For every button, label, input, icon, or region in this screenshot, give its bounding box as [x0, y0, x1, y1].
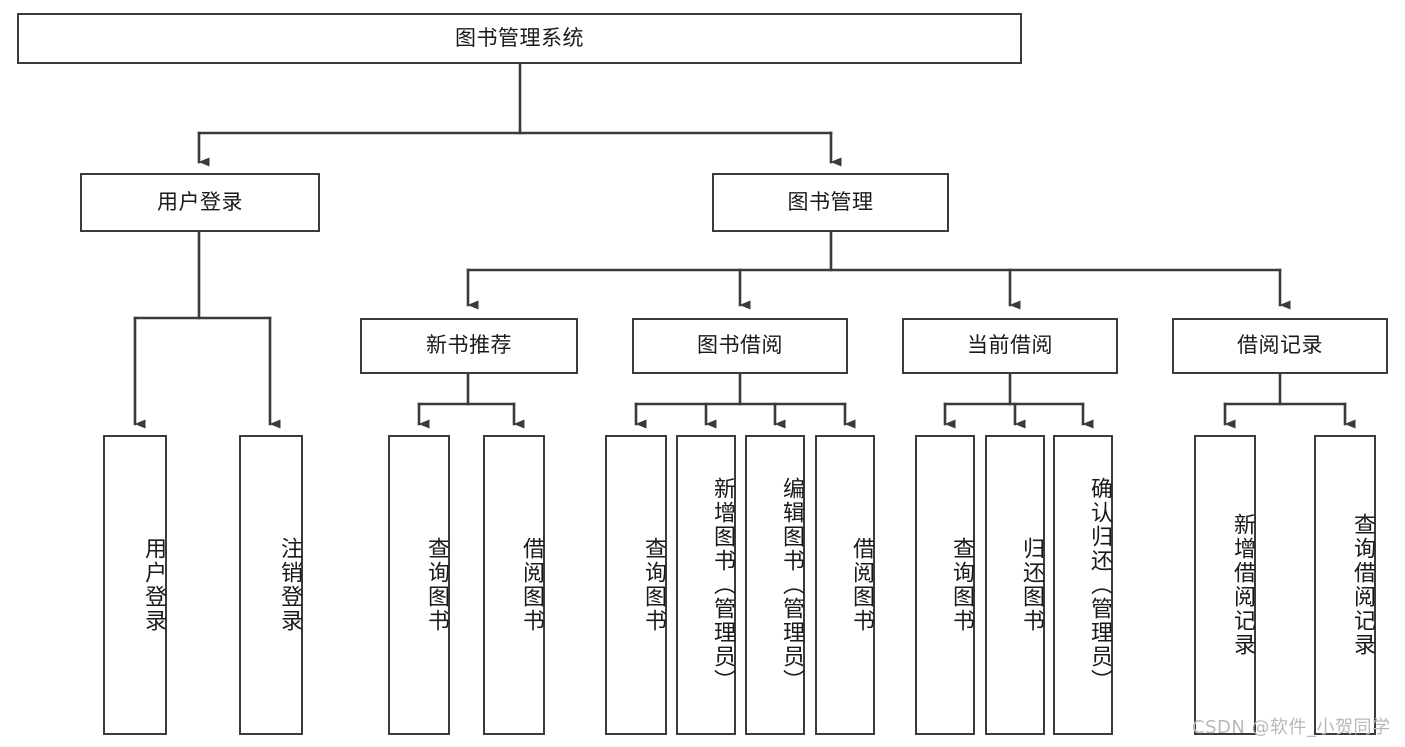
- node-label: 新书推荐: [426, 333, 512, 358]
- csdn-watermark: CSDN @软件_小贺同学: [1192, 717, 1391, 738]
- node-label: 当前借阅: [967, 333, 1053, 358]
- leaf-book-borrow-add[interactable]: 新增图书（管理员）: [676, 435, 736, 735]
- leaf-current-borrow-confirm-return[interactable]: 确认归还（管理员）: [1053, 435, 1113, 735]
- node-user-login[interactable]: 用户登录: [80, 173, 320, 232]
- node-label: 借阅图书: [519, 537, 544, 633]
- leaf-user-login-signin[interactable]: 用户登录: [103, 435, 167, 735]
- node-label: 归还图书: [1019, 537, 1044, 633]
- node-book-borrow[interactable]: 图书借阅: [632, 318, 848, 374]
- node-label: 查询图书: [424, 537, 449, 633]
- node-current-borrow[interactable]: 当前借阅: [902, 318, 1118, 374]
- node-label: 图书借阅: [697, 333, 783, 358]
- node-label: 图书管理: [787, 189, 874, 214]
- node-label: 图书管理系统: [455, 25, 584, 50]
- leaf-user-login-signout[interactable]: 注销登录: [239, 435, 303, 735]
- node-label: 注销登录: [277, 537, 302, 633]
- leaf-current-borrow-query[interactable]: 查询图书: [915, 435, 975, 735]
- node-root-book-management-system[interactable]: 图书管理系统: [17, 13, 1022, 64]
- node-label: 查询图书: [949, 537, 974, 633]
- leaf-book-borrow-edit[interactable]: 编辑图书（管理员）: [745, 435, 805, 735]
- node-new-book-recommend[interactable]: 新书推荐: [360, 318, 578, 374]
- node-label: 确认归还（管理员）: [1087, 477, 1112, 693]
- node-label: 新增图书（管理员）: [710, 477, 735, 693]
- node-book-management[interactable]: 图书管理: [712, 173, 949, 232]
- node-label: 用户登录: [157, 189, 243, 214]
- node-borrow-record[interactable]: 借阅记录: [1172, 318, 1388, 374]
- node-label: 借阅记录: [1237, 333, 1323, 358]
- leaf-new-book-query[interactable]: 查询图书: [388, 435, 450, 735]
- leaf-borrow-record-add[interactable]: 新增借阅记录: [1194, 435, 1256, 735]
- node-label: 借阅图书: [849, 537, 874, 633]
- node-label: 用户登录: [141, 537, 166, 633]
- leaf-new-book-borrow[interactable]: 借阅图书: [483, 435, 545, 735]
- node-label: 查询图书: [641, 537, 666, 633]
- leaf-book-borrow-borrow[interactable]: 借阅图书: [815, 435, 875, 735]
- leaf-borrow-record-query[interactable]: 查询借阅记录: [1314, 435, 1376, 735]
- node-label: 查询借阅记录: [1350, 513, 1375, 657]
- leaf-book-borrow-query[interactable]: 查询图书: [605, 435, 667, 735]
- leaf-current-borrow-return[interactable]: 归还图书: [985, 435, 1045, 735]
- node-label: 新增借阅记录: [1230, 513, 1255, 657]
- node-label: 编辑图书（管理员）: [779, 477, 804, 693]
